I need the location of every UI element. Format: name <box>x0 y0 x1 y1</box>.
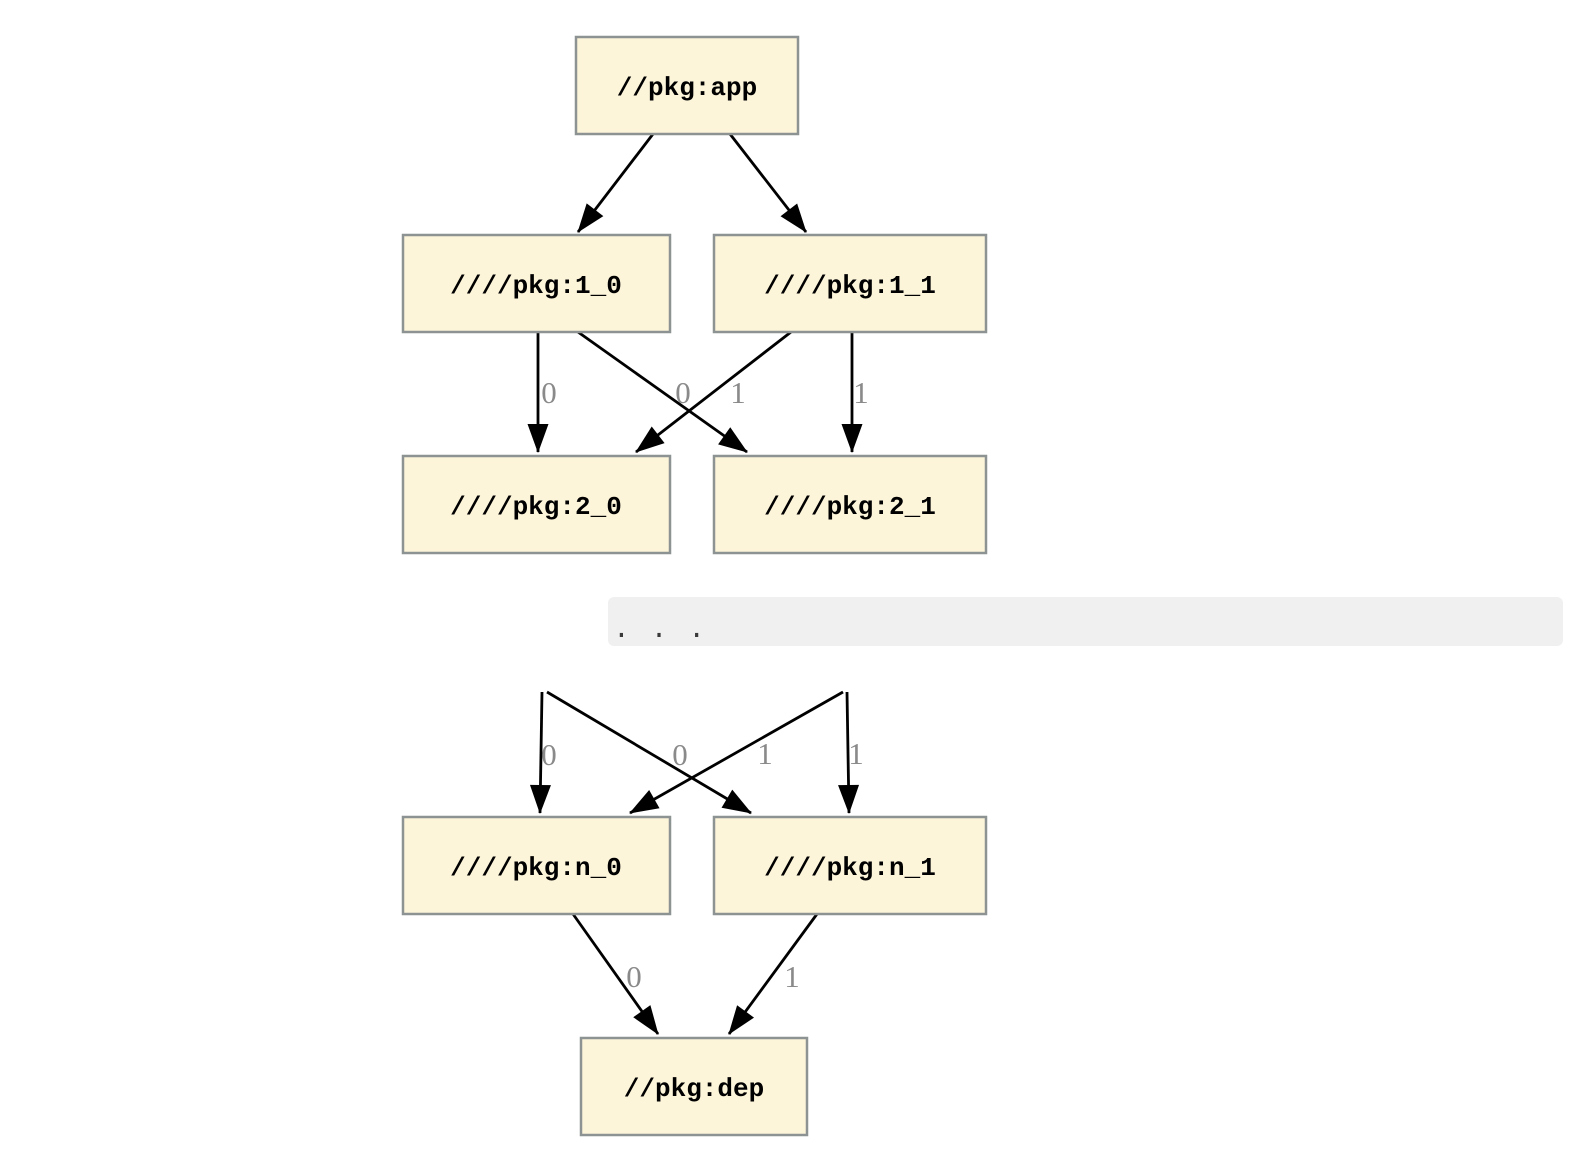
node-n_1-box <box>712 815 988 916</box>
node-2_0-label: ////pkg:2_0 <box>450 492 622 522</box>
node-1_1: ////pkg:1_1 <box>712 233 988 334</box>
edge-ellipsis-to-n_0-straight <box>529 691 551 814</box>
node-n_0-label: ////pkg:n_0 <box>450 853 622 883</box>
edge-n_0-to-dep <box>571 913 660 1035</box>
edge-label-ellipsis-n_0-straight: 0 <box>541 737 557 772</box>
node-1_0: ////pkg:1_0 <box>401 233 672 334</box>
edge-label-ellipsis-n_1-straight: 1 <box>848 736 864 771</box>
edge-app-to-1_0 <box>576 133 655 233</box>
node-2_0: ////pkg:2_0 <box>401 454 672 555</box>
node-dep-box <box>579 1036 809 1137</box>
node-2_0-box <box>401 454 672 555</box>
edges-layer <box>527 133 863 1035</box>
node-2_1-box <box>712 454 988 555</box>
ellipsis-row: . . . <box>608 597 1563 646</box>
edge-label-1_0-2_1: 1 <box>730 375 746 410</box>
edge-ellipsis-to-n_1-cross <box>546 690 752 815</box>
edge-label-1_1-2_0: 0 <box>675 375 691 410</box>
node-app-box <box>574 35 800 136</box>
node-1_1-box <box>712 233 988 334</box>
node-n_1: ////pkg:n_1 <box>712 815 988 916</box>
edge-label-n_0-dep: 0 <box>626 959 642 994</box>
node-1_0-box <box>401 233 672 334</box>
node-2_1-label: ////pkg:2_1 <box>764 492 936 522</box>
node-2_1: ////pkg:2_1 <box>712 454 988 555</box>
node-app-label: //pkg:app <box>617 73 757 103</box>
node-1_0-label: ////pkg:1_0 <box>450 271 622 301</box>
edge-n_1-to-dep <box>727 913 819 1035</box>
node-n_0-box <box>401 815 672 916</box>
edge-label-1_1-2_1: 1 <box>853 375 869 410</box>
edge-label-ellipsis-n_1-cross: 1 <box>757 736 773 771</box>
node-app: //pkg:app <box>574 35 800 136</box>
edge-ellipsis-to-n_1-straight <box>838 691 860 814</box>
ellipsis-bar <box>608 597 1563 646</box>
edge-labels-layer: 0 0 1 1 0 0 1 1 0 1 <box>541 375 869 994</box>
edge-label-ellipsis-n_0-cross: 0 <box>672 737 688 772</box>
edge-ellipsis-to-n_0-cross <box>629 690 844 815</box>
edge-label-n_1-dep: 1 <box>784 959 800 994</box>
node-1_1-label: ////pkg:1_1 <box>764 271 936 301</box>
ellipsis-text: . . . <box>613 615 707 646</box>
edge-app-to-1_1 <box>728 133 808 233</box>
edge-1_0-to-2_1 <box>577 330 748 454</box>
node-n_1-label: ////pkg:n_1 <box>764 853 936 883</box>
edge-1_1-to-2_0 <box>635 330 792 454</box>
edge-label-1_0-2_0: 0 <box>541 375 557 410</box>
node-dep-label: //pkg:dep <box>624 1074 764 1104</box>
node-n_0: ////pkg:n_0 <box>401 815 672 916</box>
node-dep: //pkg:dep <box>579 1036 809 1137</box>
